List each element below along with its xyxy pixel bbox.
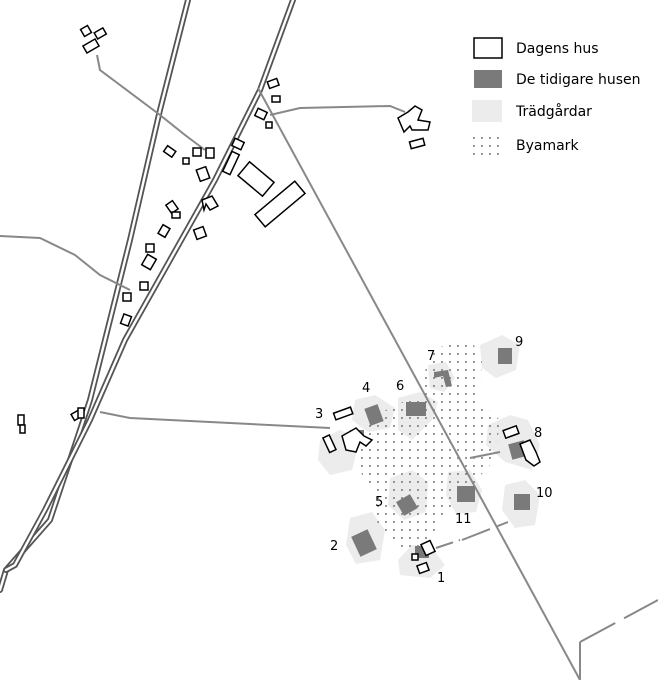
plot-number: 3 [315,407,323,422]
plot-number: 10 [536,486,553,501]
plot-number: 8 [534,426,542,441]
legend-label-village-land: Byamark [516,138,579,154]
plot-number: 7 [427,349,435,364]
legend-swatch-gardens [472,100,502,122]
legend-swatch-earlier-houses [474,70,502,88]
legend-label-gardens: Trädgårdar [515,103,592,120]
plot-number: 1 [437,571,445,586]
legend-label-current-houses: Dagens hus [516,41,599,57]
paths [0,54,658,680]
main-roads [0,0,296,593]
plot-number: 11 [455,512,472,527]
legend-swatch-village-land [468,134,504,158]
plot-number: 4 [362,381,370,396]
plot-numbers: 1 2 3 4 5 6 7 8 9 10 11 [315,335,553,586]
plot-number: 9 [515,335,523,350]
current-houses [17,24,541,575]
legend-swatch-current-houses [473,37,503,59]
legend-label-earlier-houses: De tidigare husen [516,72,641,88]
plot-number: 5 [375,495,383,510]
plot-number: 6 [396,379,404,394]
legend: Dagens hus De tidigare husen Trädgårdar … [468,37,641,158]
plot-number: 2 [330,539,338,554]
village-land-area [356,338,500,556]
